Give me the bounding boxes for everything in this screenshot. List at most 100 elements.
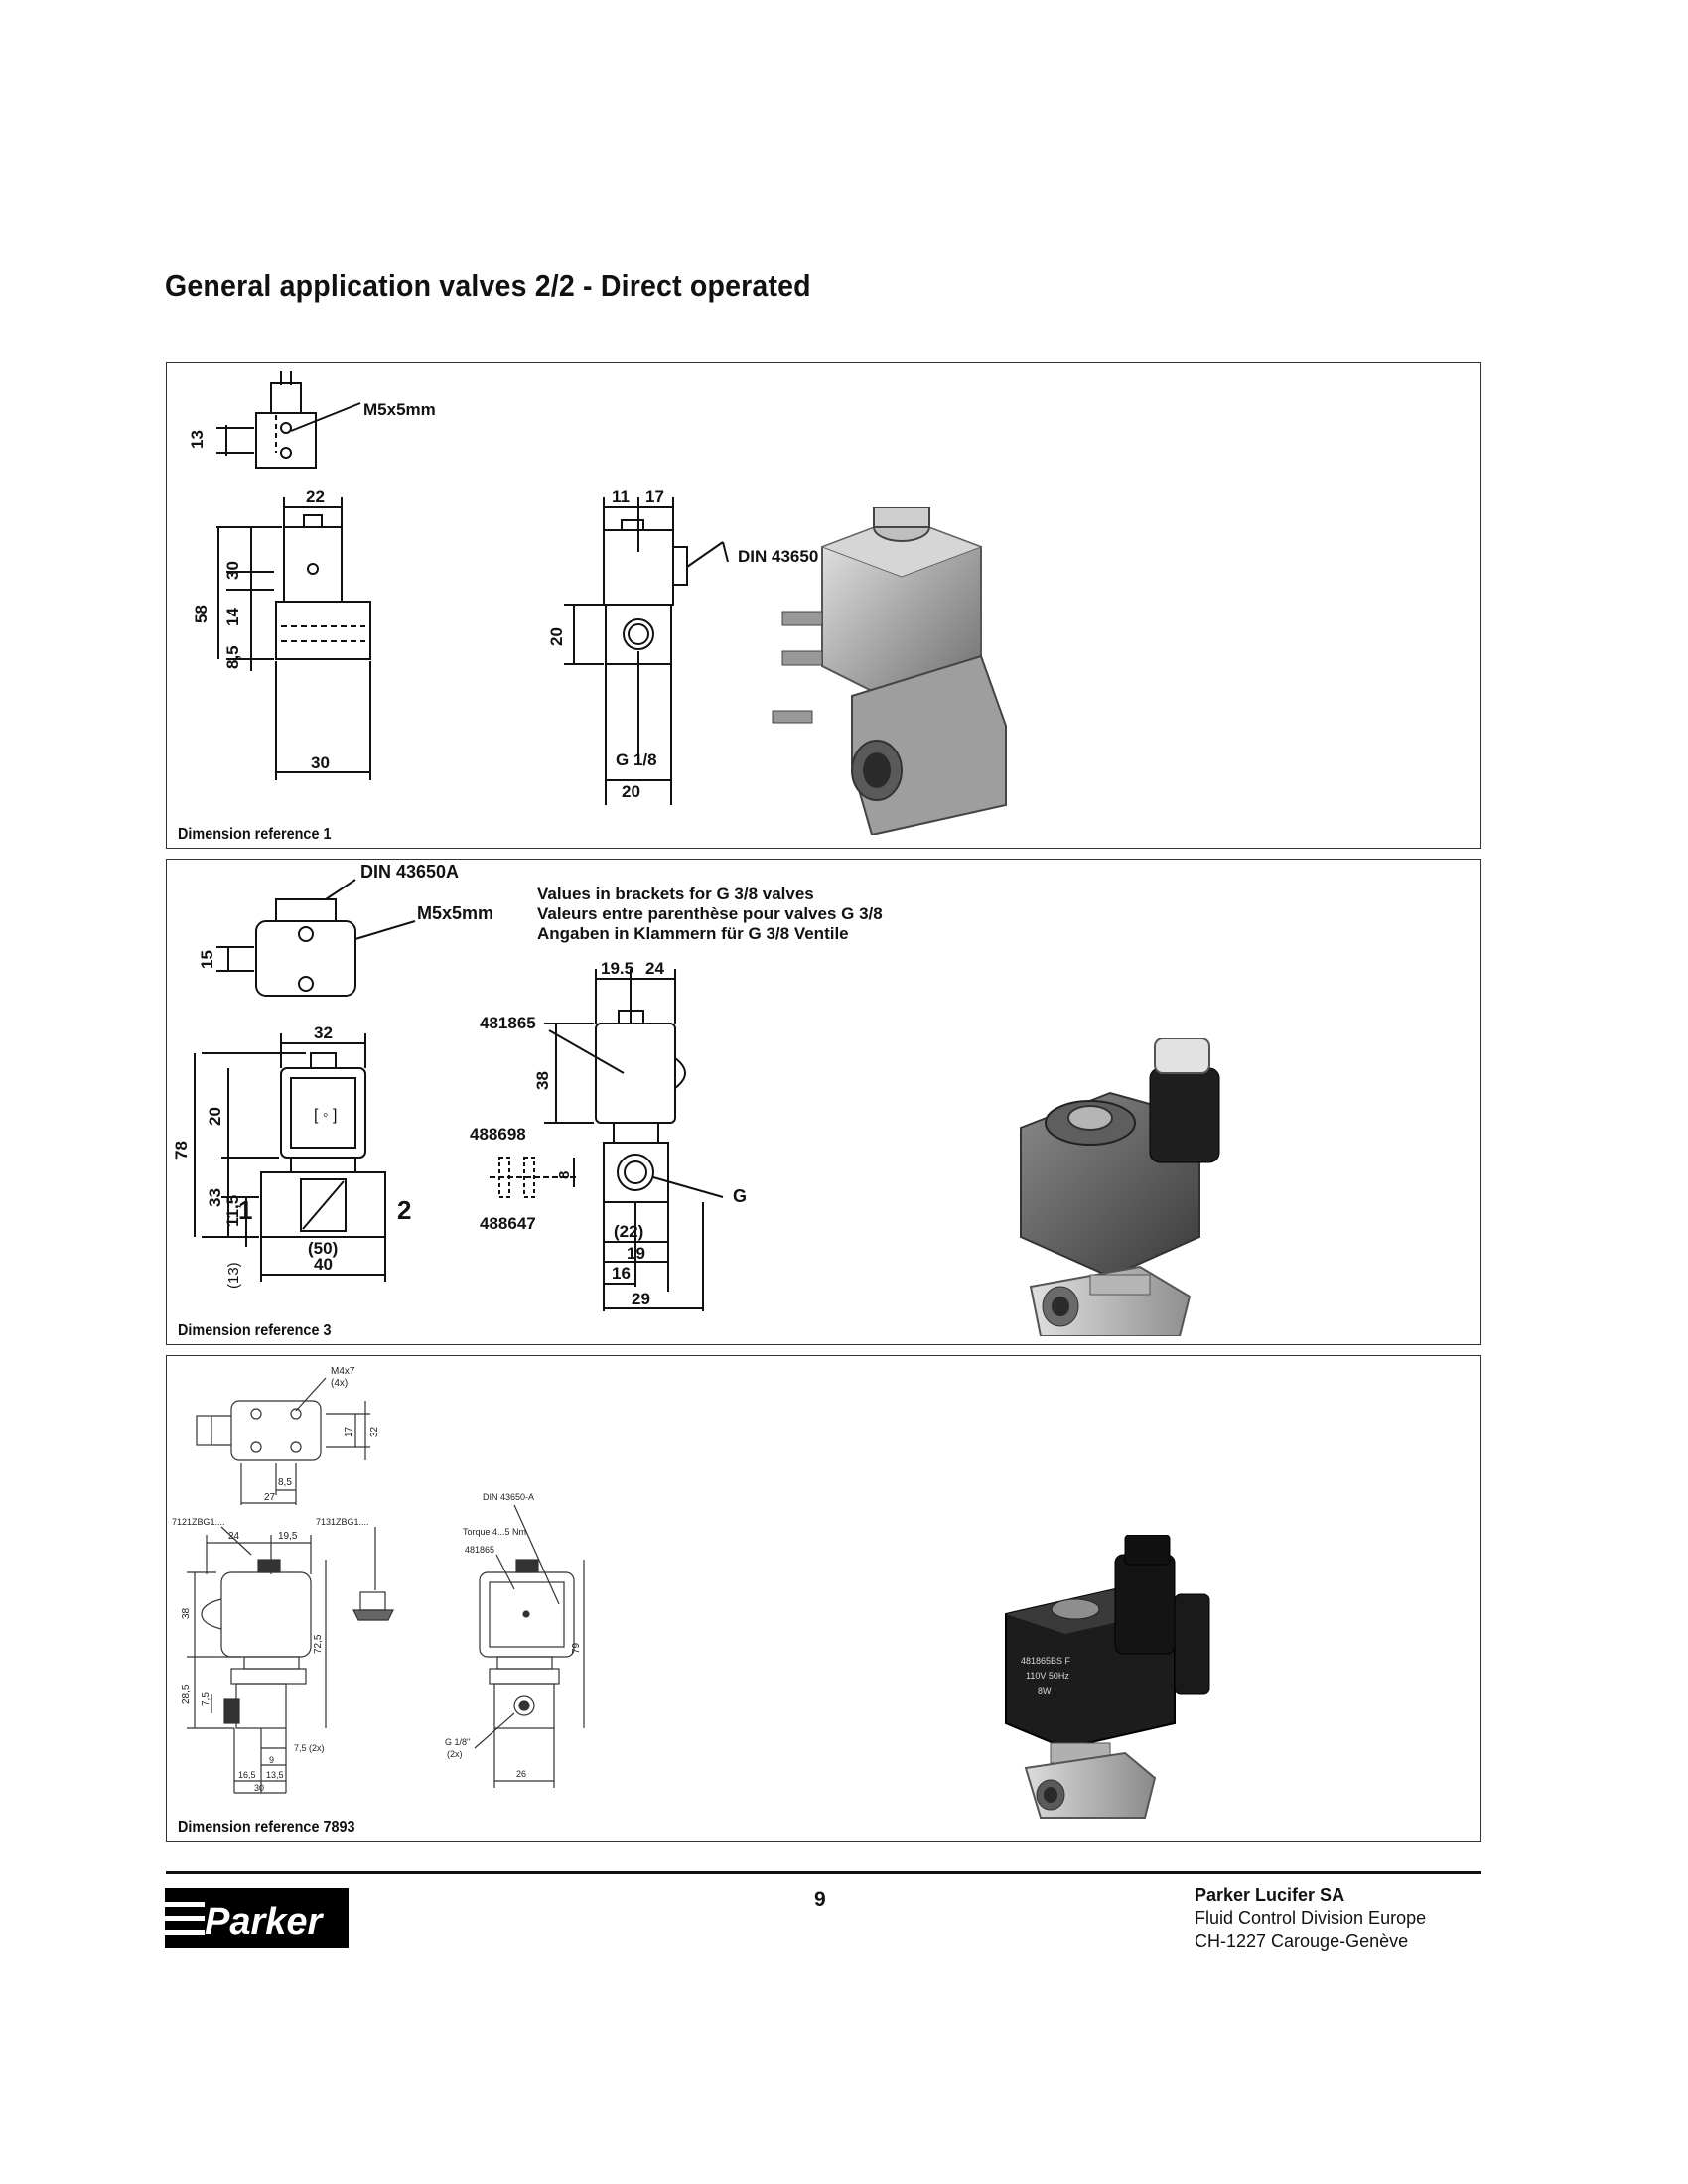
dim-20-vertical: 20 xyxy=(547,627,566,646)
leader-line xyxy=(686,541,724,568)
label-connector: DIN 43650A xyxy=(360,862,459,882)
dim-13-bracket: (13) xyxy=(225,1262,242,1289)
leader-line xyxy=(548,1029,625,1074)
dim-58: 58 xyxy=(192,605,211,623)
part-7121zbg1: 7121ZBG1.... xyxy=(172,1517,225,1527)
label-thread: M5x5mm xyxy=(417,903,493,923)
dim-24: 24 xyxy=(228,1531,240,1542)
valve-body xyxy=(275,601,371,660)
leader-line xyxy=(652,1176,724,1198)
dim-32: 32 xyxy=(314,1024,333,1042)
flow-symbol xyxy=(302,1180,345,1230)
dim-8-5: 8,5 xyxy=(278,1477,292,1488)
valve-photo-ref-7893: 481865BS F 110V 50Hz 8W xyxy=(1005,1535,1210,1819)
dim-20-horizontal: 20 xyxy=(622,782,640,801)
dim-79: 79 xyxy=(571,1642,582,1654)
port-thread xyxy=(628,623,649,645)
label-torque: Torque 4...5 Nm xyxy=(463,1527,526,1537)
logo-text: Parker xyxy=(205,1901,325,1943)
dim-38: 38 xyxy=(181,1607,192,1619)
coil-nut xyxy=(257,1559,281,1573)
panel-caption: Dimension reference 1 xyxy=(178,826,332,843)
leader-line xyxy=(325,879,356,900)
top-view-body xyxy=(255,920,356,997)
connector-screw xyxy=(522,1610,530,1618)
valve-photo-ref-3 xyxy=(1020,1038,1220,1336)
valve-body-side xyxy=(493,1683,555,1729)
coil-label-line-1: 481865BS F xyxy=(1021,1656,1071,1666)
dim-20: 20 xyxy=(206,1107,224,1126)
label-thread: M4x7 xyxy=(331,1366,355,1377)
dim-9: 9 xyxy=(269,1755,274,1765)
dim-8-5: 8,5 xyxy=(223,645,242,669)
mount-hole xyxy=(250,1441,262,1453)
panel-caption: Dimension reference 3 xyxy=(178,1322,332,1339)
connector-face xyxy=(489,1581,565,1648)
part-488698: 488698 xyxy=(470,1125,526,1144)
company-address: Parker Lucifer SA Fluid Control Division… xyxy=(1195,1884,1426,1953)
dim-15: 15 xyxy=(198,950,216,969)
dim-22: 22 xyxy=(306,487,325,506)
label-connector: DIN 43650-A xyxy=(483,1492,534,1502)
dim-17: 17 xyxy=(645,487,664,506)
dim-32: 32 xyxy=(369,1426,380,1437)
part-481865: 481865 xyxy=(465,1545,494,1555)
page-title: General application valves 2/2 - Direct … xyxy=(165,268,811,303)
port-hole xyxy=(623,618,654,650)
connector-side xyxy=(201,1598,222,1630)
parker-logo: Parker xyxy=(165,1888,349,1948)
technical-drawing-ref-3: DIN 43650A M5x5mm 15 32 [ ◦ ] 1 2 xyxy=(172,862,747,1311)
mount-hole xyxy=(290,1441,302,1453)
mount-hole xyxy=(280,447,292,459)
panel-dimension-reference-7893: M4x7 (4x) 17 32 8,5 27 7121ZBG1.... 7131… xyxy=(166,1355,1481,1842)
leader-line xyxy=(354,920,416,940)
coil-symbol: [ ◦ ] xyxy=(314,1107,337,1124)
leader-line xyxy=(722,541,729,563)
note-french: Valeurs entre parenthèse pour valves G 3… xyxy=(537,904,883,923)
valve-insert xyxy=(300,1178,347,1232)
panel-dimension-reference-1: M5x5mm 13 22 58 30 14 8,5 30 11 xyxy=(166,362,1481,849)
seat-side xyxy=(489,1668,560,1685)
coil-label-line-3: 8W xyxy=(1038,1686,1052,1696)
fitting-base xyxy=(352,1609,394,1621)
note-german: Angaben in Klammern für G 3/8 Ventile xyxy=(537,924,849,943)
leader-line xyxy=(220,1526,252,1556)
dim-16: 16 xyxy=(612,1264,631,1283)
dim-22-bracket: (22) xyxy=(614,1222,643,1241)
coil-nut-side xyxy=(618,1010,644,1024)
cable-gland xyxy=(674,1057,686,1089)
connector-screw xyxy=(307,563,319,575)
label-thread-qty: (4x) xyxy=(331,1378,348,1389)
stem-side xyxy=(496,1656,553,1670)
dim-28-5: 28,5 xyxy=(181,1684,192,1704)
connector-stub xyxy=(196,1415,212,1446)
dim-11: 11 xyxy=(612,487,630,506)
label-port-qty: (2x) xyxy=(447,1749,463,1759)
dim-19-5: 19,5 xyxy=(278,1531,298,1542)
company-name: Parker Lucifer SA xyxy=(1195,1885,1345,1905)
dim-33: 33 xyxy=(206,1188,224,1207)
dim-50-bracket: (50) xyxy=(308,1239,338,1258)
mount-hole xyxy=(298,926,314,942)
top-view-body xyxy=(255,412,317,469)
dim-38: 38 xyxy=(533,1071,552,1090)
page-number: 9 xyxy=(814,1888,826,1911)
dim-11-5: 11,5 xyxy=(223,1195,242,1227)
part-481865: 481865 xyxy=(480,1014,536,1032)
dim-26: 26 xyxy=(516,1769,526,1779)
leader-line xyxy=(513,1504,560,1605)
valve-body xyxy=(235,1683,287,1729)
port-hole xyxy=(513,1695,535,1716)
stem xyxy=(243,1656,300,1670)
bracket-note: Values in brackets for G 3/8 valves Vale… xyxy=(537,885,883,944)
port-hole xyxy=(617,1154,654,1191)
valve-body-side xyxy=(603,1142,669,1203)
leader-line xyxy=(290,402,361,432)
dim-7-5-vertical: 7,5 xyxy=(201,1692,211,1706)
dim-29: 29 xyxy=(632,1290,650,1308)
valve-body xyxy=(260,1171,386,1238)
dim-30-horizontal: 30 xyxy=(311,753,330,772)
top-view-body xyxy=(230,1400,322,1461)
dim-30: 30 xyxy=(254,1783,264,1793)
coil-face xyxy=(290,1077,356,1149)
